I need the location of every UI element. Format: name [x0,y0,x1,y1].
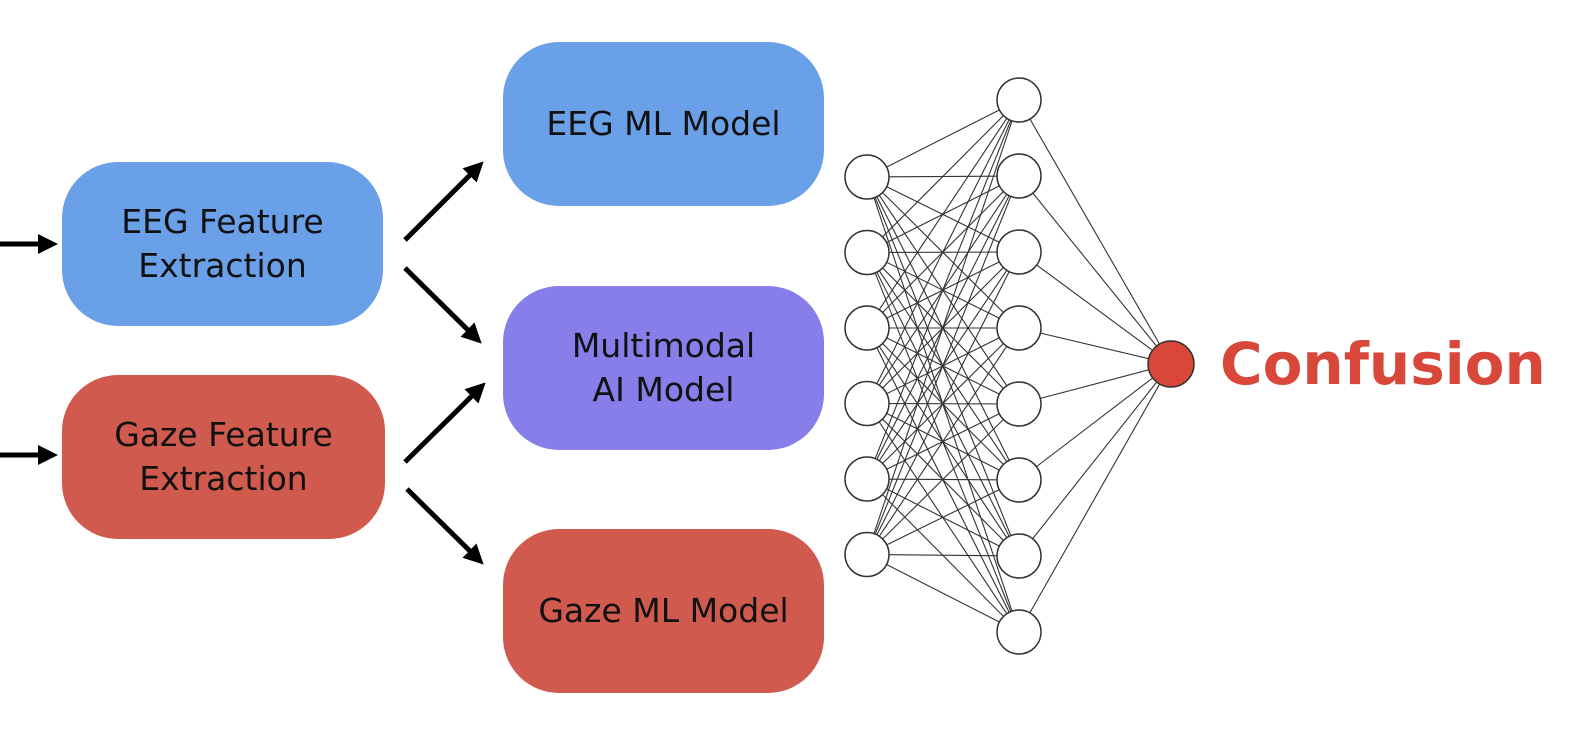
hidden-node [996,229,1042,275]
eeg-feature-label-line2: Extraction [138,246,307,285]
hidden-output-edge [1018,363,1172,481]
input-hidden-edge [866,403,1020,555]
input-hidden-edge [866,553,1020,557]
gaze-feature-extraction-box: Gaze Feature Extraction [62,375,385,539]
multimodal-label-line2: AI Model [592,370,735,409]
hidden-output-edge [1018,327,1172,365]
output-node [1147,340,1195,388]
input-hidden-edge [866,99,1020,253]
hidden-node [996,153,1042,199]
input-node [844,531,890,578]
eeg-ml-model-box: EEG ML Model [503,42,824,206]
gaze-feature-label-line2: Extraction [139,459,308,498]
hidden-node [996,609,1042,655]
input-node [844,305,890,351]
eeg-feature-extraction-box: EEG Feature Extraction [62,162,383,326]
hidden-node [996,457,1042,503]
hidden-node [996,77,1042,123]
input-hidden-edge [866,99,1020,329]
input-node [844,154,890,200]
network-nodes [844,77,1195,655]
hidden-node [996,305,1042,351]
eeg-to-multimodal-arrow [403,266,482,344]
input-hidden-edge [866,327,1020,555]
input-hidden-edge [866,554,1020,633]
hidden-node [996,381,1042,427]
eeg-to-eeg-model-arrow [403,161,484,242]
input-hidden-edge [866,479,1020,555]
multimodal-label-line1: Multimodal [571,326,756,365]
eeg-feature-label-line1: EEG Feature [121,202,324,241]
hidden-node [996,533,1042,579]
eeg-ml-model-label: EEG ML Model [546,104,781,143]
hidden-output-edge [1018,175,1172,365]
hidden-output-edge [1018,363,1172,405]
gaze-ml-model-box: Gaze ML Model [503,529,824,693]
input-hidden-edge [866,175,1020,555]
input-hidden-edge [866,99,1020,480]
input-hidden-edge [866,99,1020,178]
gaze-feature-label-line1: Gaze Feature [114,415,333,454]
input-hidden-edge [866,99,1020,555]
input-node [844,229,890,276]
input-hidden-edge [866,99,1020,404]
hidden-output-edge [1018,99,1172,365]
hidden-output-edge [1018,251,1172,365]
confusion-output-label: Confusion [1220,330,1546,398]
input-node [844,380,890,427]
gaze-ml-model-label: Gaze ML Model [538,591,789,630]
input-node [844,456,890,502]
hidden-output-edge [1018,363,1172,633]
gaze-to-gaze-model-arrow [405,487,484,565]
network-edges [866,99,1172,633]
hidden-output-edge [1018,363,1172,557]
multimodal-ai-model-box: Multimodal AI Model [503,286,824,450]
gaze-to-multimodal-arrow [403,382,486,464]
input-hidden-edge [866,251,1020,555]
